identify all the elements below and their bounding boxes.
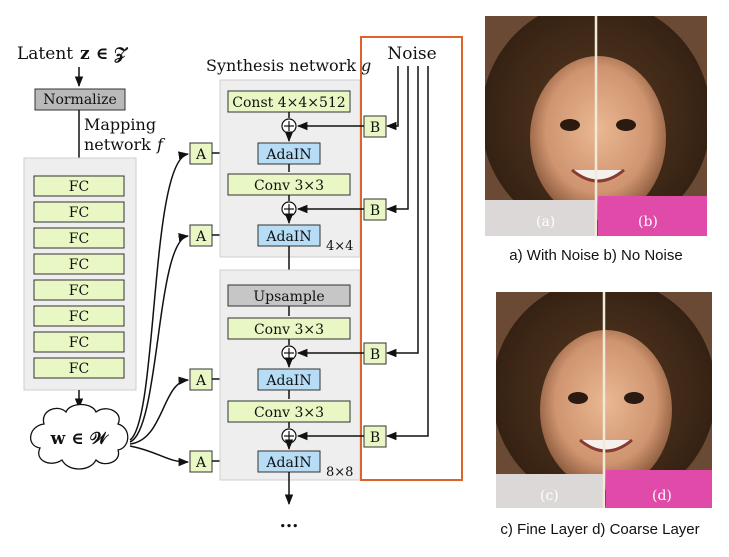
fc-label: FC xyxy=(69,361,89,377)
photo-label-b: (b) xyxy=(638,214,658,230)
b-label: B xyxy=(370,203,380,219)
const-label: Const 4×4×512 xyxy=(232,95,345,111)
conv-label: Conv 3×3 xyxy=(254,405,324,421)
fc-box xyxy=(33,279,125,301)
synthesis-network-symbol: g xyxy=(361,56,371,75)
normalize-label: Normalize xyxy=(43,92,117,108)
mapping-network-label-1: Mapping xyxy=(84,115,156,134)
adain-label: AdaIN xyxy=(265,229,311,245)
shirt-right xyxy=(598,196,707,236)
a-label: A xyxy=(195,373,207,389)
fc-box xyxy=(33,305,125,327)
fc-label: FC xyxy=(69,231,89,247)
fc-box xyxy=(33,357,125,379)
conv-label: Conv 3×3 xyxy=(254,178,324,194)
shirt-left xyxy=(496,474,604,508)
normalize-box xyxy=(34,88,126,111)
fc-label: FC xyxy=(69,309,89,325)
fc-label: FC xyxy=(69,205,89,221)
fc-box xyxy=(33,175,125,197)
smile-shape xyxy=(571,168,625,183)
adain-label: AdaIN xyxy=(265,373,311,389)
fc-label: FC xyxy=(69,179,89,195)
w-to-a3-curve xyxy=(129,376,190,445)
photo-bottom xyxy=(496,292,712,508)
w-to-a1-curve xyxy=(129,151,190,441)
mapping-network-symbol: f xyxy=(156,135,166,154)
a-label: A xyxy=(195,229,207,245)
fc-box xyxy=(33,331,125,353)
photo-label-d: (d) xyxy=(652,488,672,504)
mapping-network-label-2: network xyxy=(84,135,151,154)
photo-top-caption: a) With Noise b) No Noise xyxy=(509,247,682,264)
w-to-a2-curve xyxy=(129,233,190,443)
synthesis-network-label: Synthesis network xyxy=(206,56,356,75)
noise-line-1 xyxy=(385,66,399,131)
a-label: A xyxy=(195,455,207,471)
b-blocks: B B B B xyxy=(363,115,387,448)
b-label: B xyxy=(370,120,380,136)
fc-stack: FC FC FC FC FC FC FC FC xyxy=(33,175,125,379)
resolution-label-4x4: 4×4 xyxy=(326,239,353,254)
b-label: B xyxy=(370,430,380,446)
fc-label: FC xyxy=(69,283,89,299)
b-label: B xyxy=(370,347,380,363)
fc-box xyxy=(33,227,125,249)
w-cloud xyxy=(30,403,129,470)
smile-shape xyxy=(579,438,633,453)
upsample-label: Upsample xyxy=(253,289,324,305)
noise-panel-border xyxy=(360,36,463,481)
eye-shape xyxy=(560,119,580,131)
photo-top xyxy=(485,16,707,236)
fc-label: FC xyxy=(69,335,89,351)
photo-label-c: (c) xyxy=(540,488,559,504)
resolution-label-8x8: 8×8 xyxy=(326,465,353,480)
latent-label: Latent xyxy=(17,44,73,64)
continuation-ellipsis: ... xyxy=(280,511,299,532)
fc-box xyxy=(33,253,125,275)
eye-shape xyxy=(568,392,588,404)
fc-box xyxy=(33,201,125,223)
noise-line-2 xyxy=(385,66,409,214)
noise-line-4 xyxy=(385,66,429,441)
conv-label: Conv 3×3 xyxy=(254,322,324,338)
photo-label-a: (a) xyxy=(536,214,555,230)
w-label: w ∈ 𝒲 xyxy=(50,429,110,449)
shirt-right xyxy=(606,470,712,508)
fc-label: FC xyxy=(69,257,89,273)
noise-label: Noise xyxy=(387,44,436,64)
adain-label: AdaIN xyxy=(265,455,311,471)
face-shape xyxy=(530,56,666,220)
eye-shape xyxy=(624,392,644,404)
photo-bottom-caption: c) Fine Layer d) Coarse Layer xyxy=(500,521,699,538)
a-label: A xyxy=(195,147,207,163)
a-blocks: A A A A xyxy=(189,142,213,473)
adain-label: AdaIN xyxy=(265,147,311,163)
shirt-left xyxy=(485,200,595,236)
noise-line-3 xyxy=(385,66,419,358)
w-to-a4-curve xyxy=(129,445,190,467)
eye-shape xyxy=(616,119,636,131)
face-shape xyxy=(540,330,672,490)
latent-symbol: z ∈ 𝒵 xyxy=(80,44,129,64)
